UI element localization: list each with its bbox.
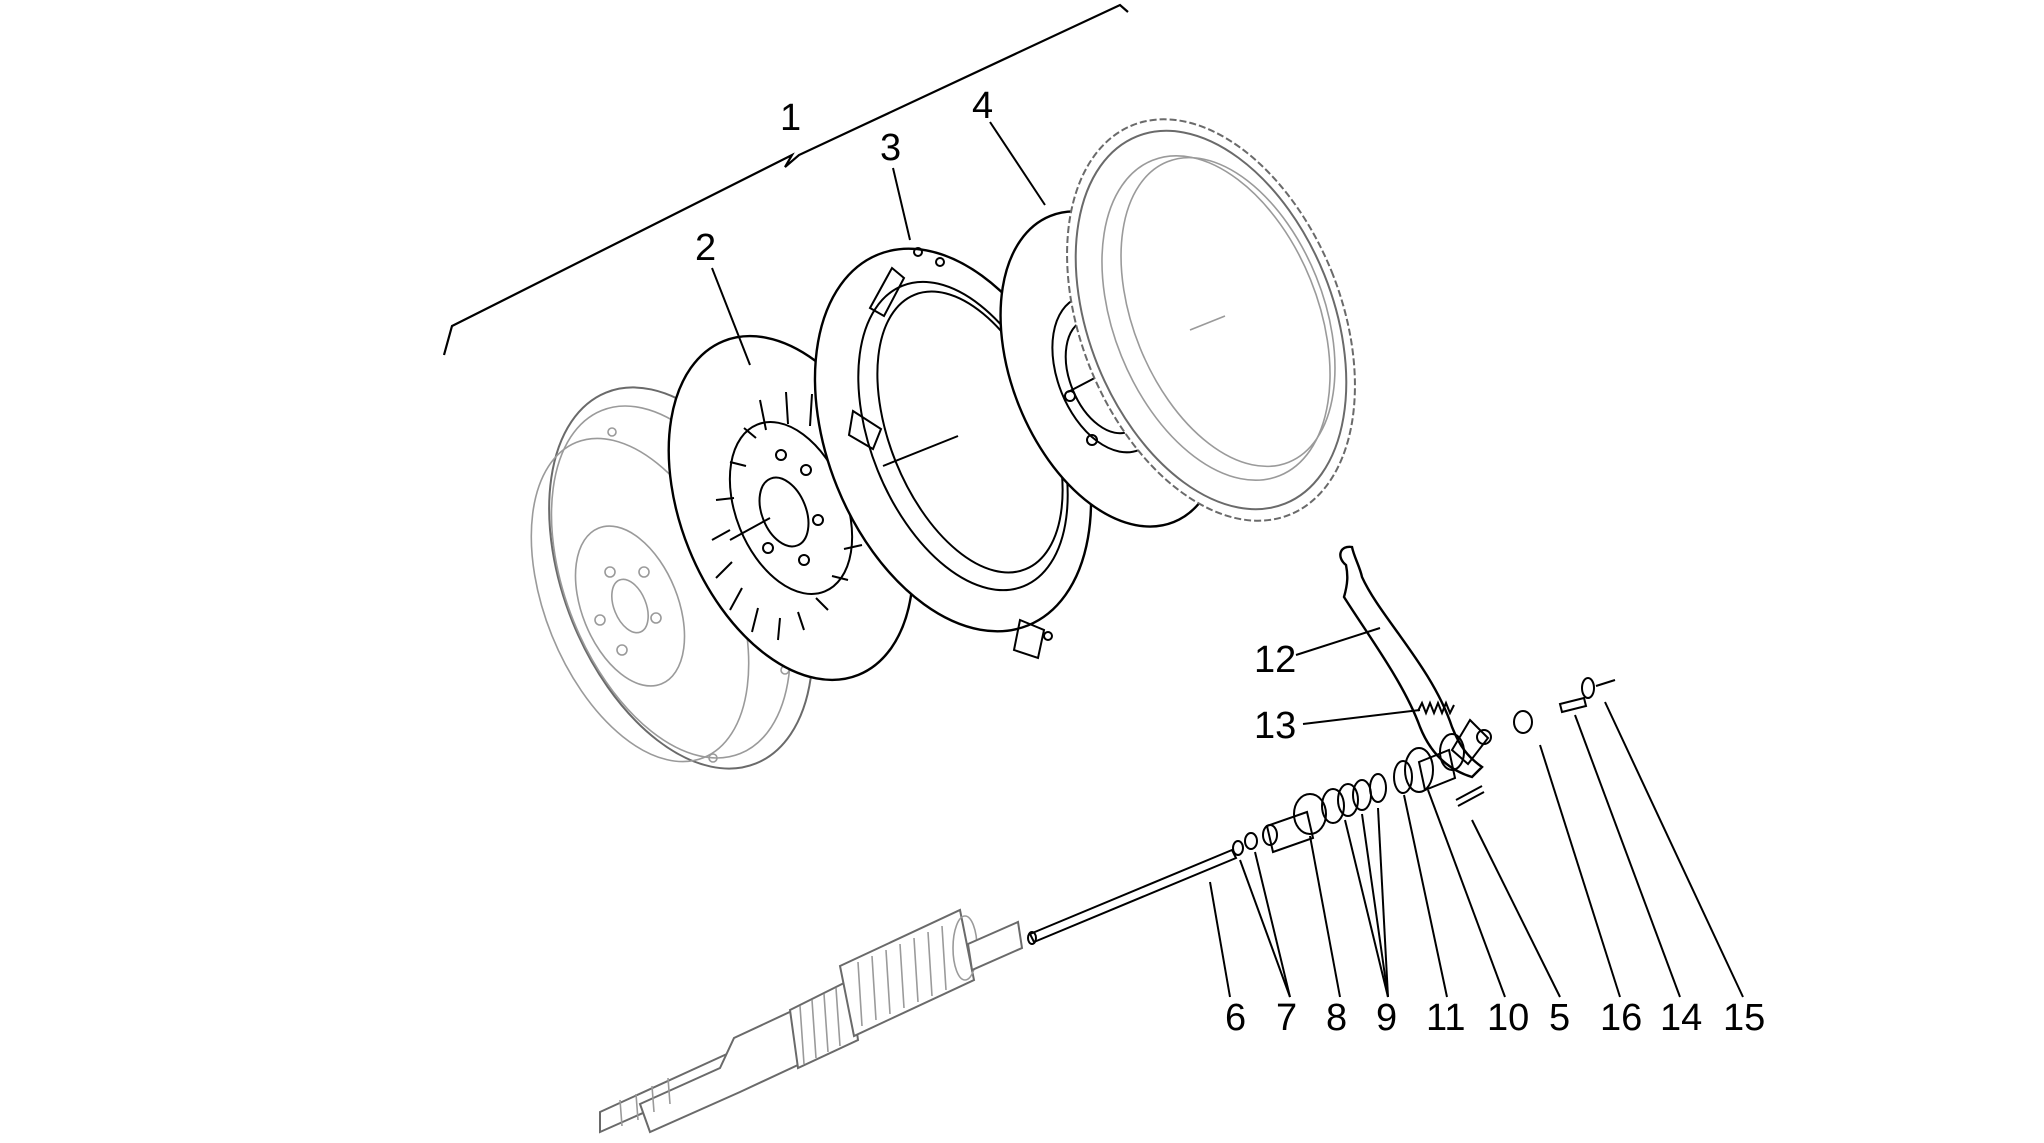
callout-13: 13 (1254, 705, 1296, 747)
callout-3: 3 (880, 127, 901, 169)
callout-5: 5 (1549, 997, 1570, 1039)
callout-1: 1 (780, 97, 801, 139)
callout-6: 6 (1225, 997, 1246, 1039)
assembly-bracket (442, 3, 1129, 356)
push-rod (1027, 848, 1238, 945)
callout-16: 16 (1600, 997, 1642, 1039)
callout-labels: 1 2 3 4 12 13 6 7 8 9 11 10 5 16 14 15 (695, 85, 1765, 1039)
release-bearing-parts (1232, 733, 1485, 856)
return-spring (1417, 700, 1455, 716)
callout-14: 14 (1660, 997, 1702, 1039)
release-lever (1339, 545, 1492, 779)
leader-lines (711, 121, 1744, 998)
input-shaft (599, 908, 1024, 1134)
callout-15: 15 (1723, 997, 1765, 1039)
callout-10: 10 (1487, 997, 1529, 1039)
callout-2: 2 (695, 227, 716, 269)
ring-gear (1066, 118, 1356, 522)
callout-11: 11 (1426, 997, 1465, 1039)
callout-7: 7 (1276, 997, 1297, 1039)
callout-9: 9 (1376, 997, 1397, 1039)
callout-4: 4 (972, 85, 993, 127)
lever-pin-assembly (1513, 677, 1616, 734)
callout-8: 8 (1326, 997, 1347, 1039)
callout-12: 12 (1254, 639, 1296, 681)
